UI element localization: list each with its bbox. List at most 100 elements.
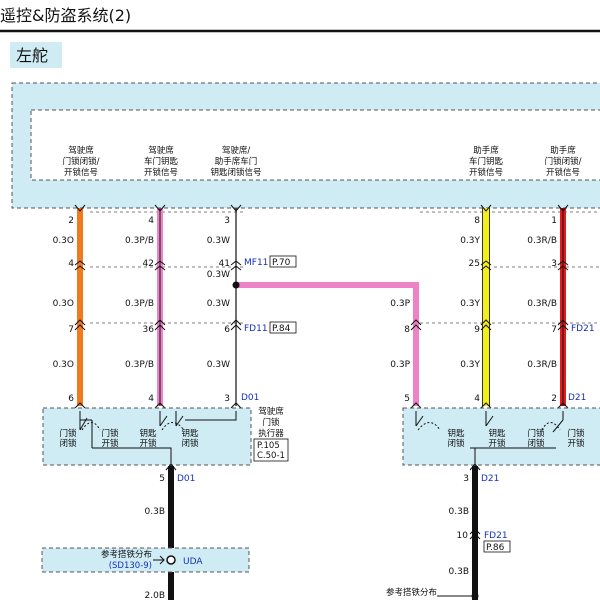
spec-w3-2: 0.3W: [207, 299, 230, 309]
left-actuator-ref-2: C.50-1: [257, 451, 285, 461]
marker-w3-c: [230, 319, 242, 331]
spec-w1-2: 0.3O: [53, 360, 74, 370]
marker-w3-d: [230, 402, 242, 409]
signal-1-line-3: 开锁信号: [64, 167, 98, 178]
section-label: 左舵: [16, 46, 48, 65]
marker-w1-b: [74, 260, 86, 271]
right-switch-1-label-1: 钥匙: [447, 428, 465, 439]
left-switch-3-label-1: 钥匙: [139, 428, 157, 439]
marker-w2-d: [154, 402, 166, 409]
pin-w6-1: 3: [551, 259, 557, 269]
page-ref-mf11: P.70: [272, 258, 291, 268]
left-switch-1-label-2: 闭锁: [59, 438, 77, 449]
spec-w6-0: 0.3R/B: [527, 236, 557, 246]
marker-ground-left: [165, 463, 177, 471]
left-actuator-ref-box: [253, 438, 289, 462]
left-actuator-ref-1: P.105: [257, 441, 280, 451]
pin-w3-0: 3: [224, 216, 230, 226]
right-switch-common: [415, 411, 564, 466]
spec-w4-0: 0.3P: [390, 299, 410, 309]
spec-w5-2: 0.3Y: [460, 360, 480, 370]
marker-ground-right: [469, 463, 481, 471]
ground-ref-left: (SD130-9): [109, 561, 152, 571]
pin-w1-0: 2: [68, 216, 74, 226]
pin-w5-1: 25: [469, 259, 480, 269]
pin-w1-1: 4: [68, 259, 74, 269]
left-switch-4-label-1: 钥匙: [181, 428, 199, 439]
pin-w3-1: 41: [219, 259, 230, 269]
pin-w2-2: 36: [143, 325, 155, 335]
connector-mf11: MF11: [244, 258, 268, 268]
right-switch-3-label-1: 门锁: [527, 428, 545, 439]
left-switch-2-label-2: 开锁: [101, 438, 119, 449]
marker-w1-c: [74, 319, 86, 331]
marker-w2-c: [154, 319, 166, 331]
pin-w5-0: 8: [474, 216, 480, 226]
top-module-inner: [30, 109, 600, 181]
spec-w6-1: 0.3R/B: [527, 299, 557, 309]
spec-w5-1: 0.3Y: [460, 299, 480, 309]
right-switch-3-label-2: 闭锁: [527, 438, 545, 449]
spec-w1-0: 0.3O: [53, 236, 74, 246]
spec-w3-0: 0.3W: [207, 236, 230, 246]
pin-w5-2: 9: [474, 325, 480, 335]
lower-left-spec-2: 2.0B: [145, 591, 166, 600]
left-switch-b: [159, 411, 184, 427]
marker-w2-a: [154, 204, 166, 212]
lower-right-fd21-pin: 10: [457, 531, 469, 541]
pin-w6-3: 2: [551, 394, 557, 404]
ground-conn-left: UDA: [183, 557, 203, 567]
left-switch-a: [79, 417, 88, 431]
page-ref-box-mf11: [269, 255, 297, 268]
page-title: 遥控&防盗系统(2): [0, 6, 131, 25]
signal-label-2: 驾驶席 车门钥匙 开锁信号: [144, 145, 179, 178]
signal-1-line-2: 门锁闭锁/: [63, 156, 100, 167]
signal-2-line-3: 开锁信号: [144, 167, 178, 178]
signal-4-line-3: 开锁信号: [469, 167, 503, 178]
right-switch-4-label-2: 开锁: [567, 438, 585, 449]
lower-right-pin: 3: [463, 474, 469, 484]
marker-w4-d: [410, 402, 422, 409]
lower-left-pin: 5: [159, 474, 165, 484]
signal-4-line-2: 车门钥匙: [469, 156, 504, 167]
marker-w5-d: [480, 402, 492, 409]
pin-w4-1: 5: [404, 394, 410, 404]
signal-5-line-2: 门锁闭锁/: [545, 156, 582, 167]
connector-fd21-top: FD21: [571, 324, 595, 334]
ground-ref-box-left: [41, 547, 250, 573]
signal-label-3: 驾驶席/ 助手席车门 钥匙闭锁信号: [210, 145, 261, 178]
left-actuator-label-3: 执行器: [258, 428, 284, 439]
pin-w6-0: 1: [551, 216, 557, 226]
left-actuator-label-1: 驾驶席: [258, 406, 284, 417]
marker-w3-a: [230, 204, 242, 212]
pin-markers: [74, 204, 569, 409]
lower-left-connector: D01: [177, 474, 195, 484]
marker-w5-b: [480, 260, 492, 271]
left-switch-arc-left: [81, 422, 101, 431]
left-actuator-label: 驾驶席 门锁 执行器: [258, 406, 284, 439]
pin-numbers: 2 4 7 6 4 42 36 4 3 41 6 3 8 5 8 25 9 4 …: [68, 216, 557, 404]
connector-d01: D01: [241, 393, 259, 403]
pin-w4-0: 8: [404, 325, 410, 335]
section-label-box: [10, 42, 62, 68]
right-switch-4-label-1: 门锁: [567, 428, 585, 439]
marker-w6-c: [557, 319, 569, 331]
pin-w1-3: 6: [68, 394, 74, 404]
ground-arrow-left: [153, 555, 165, 565]
marker-w1-d: [74, 402, 86, 409]
lower-right-spec-2: 0.3B: [449, 567, 470, 577]
right-switch-2-label-1: 钥匙: [488, 428, 506, 439]
pin-w2-0: 4: [148, 216, 154, 226]
right-switch-1-label-2: 闭锁: [447, 438, 465, 449]
right-actuator-switch-labels: 钥匙 闭锁 钥匙 开锁 门锁 闭锁 门锁 开锁: [447, 428, 585, 449]
marker-w1-a: [74, 204, 86, 212]
left-wire-w3-to-act: [185, 411, 237, 421]
signal-3-line-2: 助手席车门: [215, 156, 258, 167]
signal-2-line-1: 驾驶席: [148, 145, 174, 156]
signal-5-line-1: 助手席: [550, 145, 576, 156]
left-switch-4-label-2: 闭锁: [181, 438, 199, 449]
left-switch-arc-right: [161, 422, 185, 431]
spec-w4-1: 0.3P: [390, 360, 410, 370]
signal-3-line-3: 钥匙闭锁信号: [210, 167, 261, 178]
